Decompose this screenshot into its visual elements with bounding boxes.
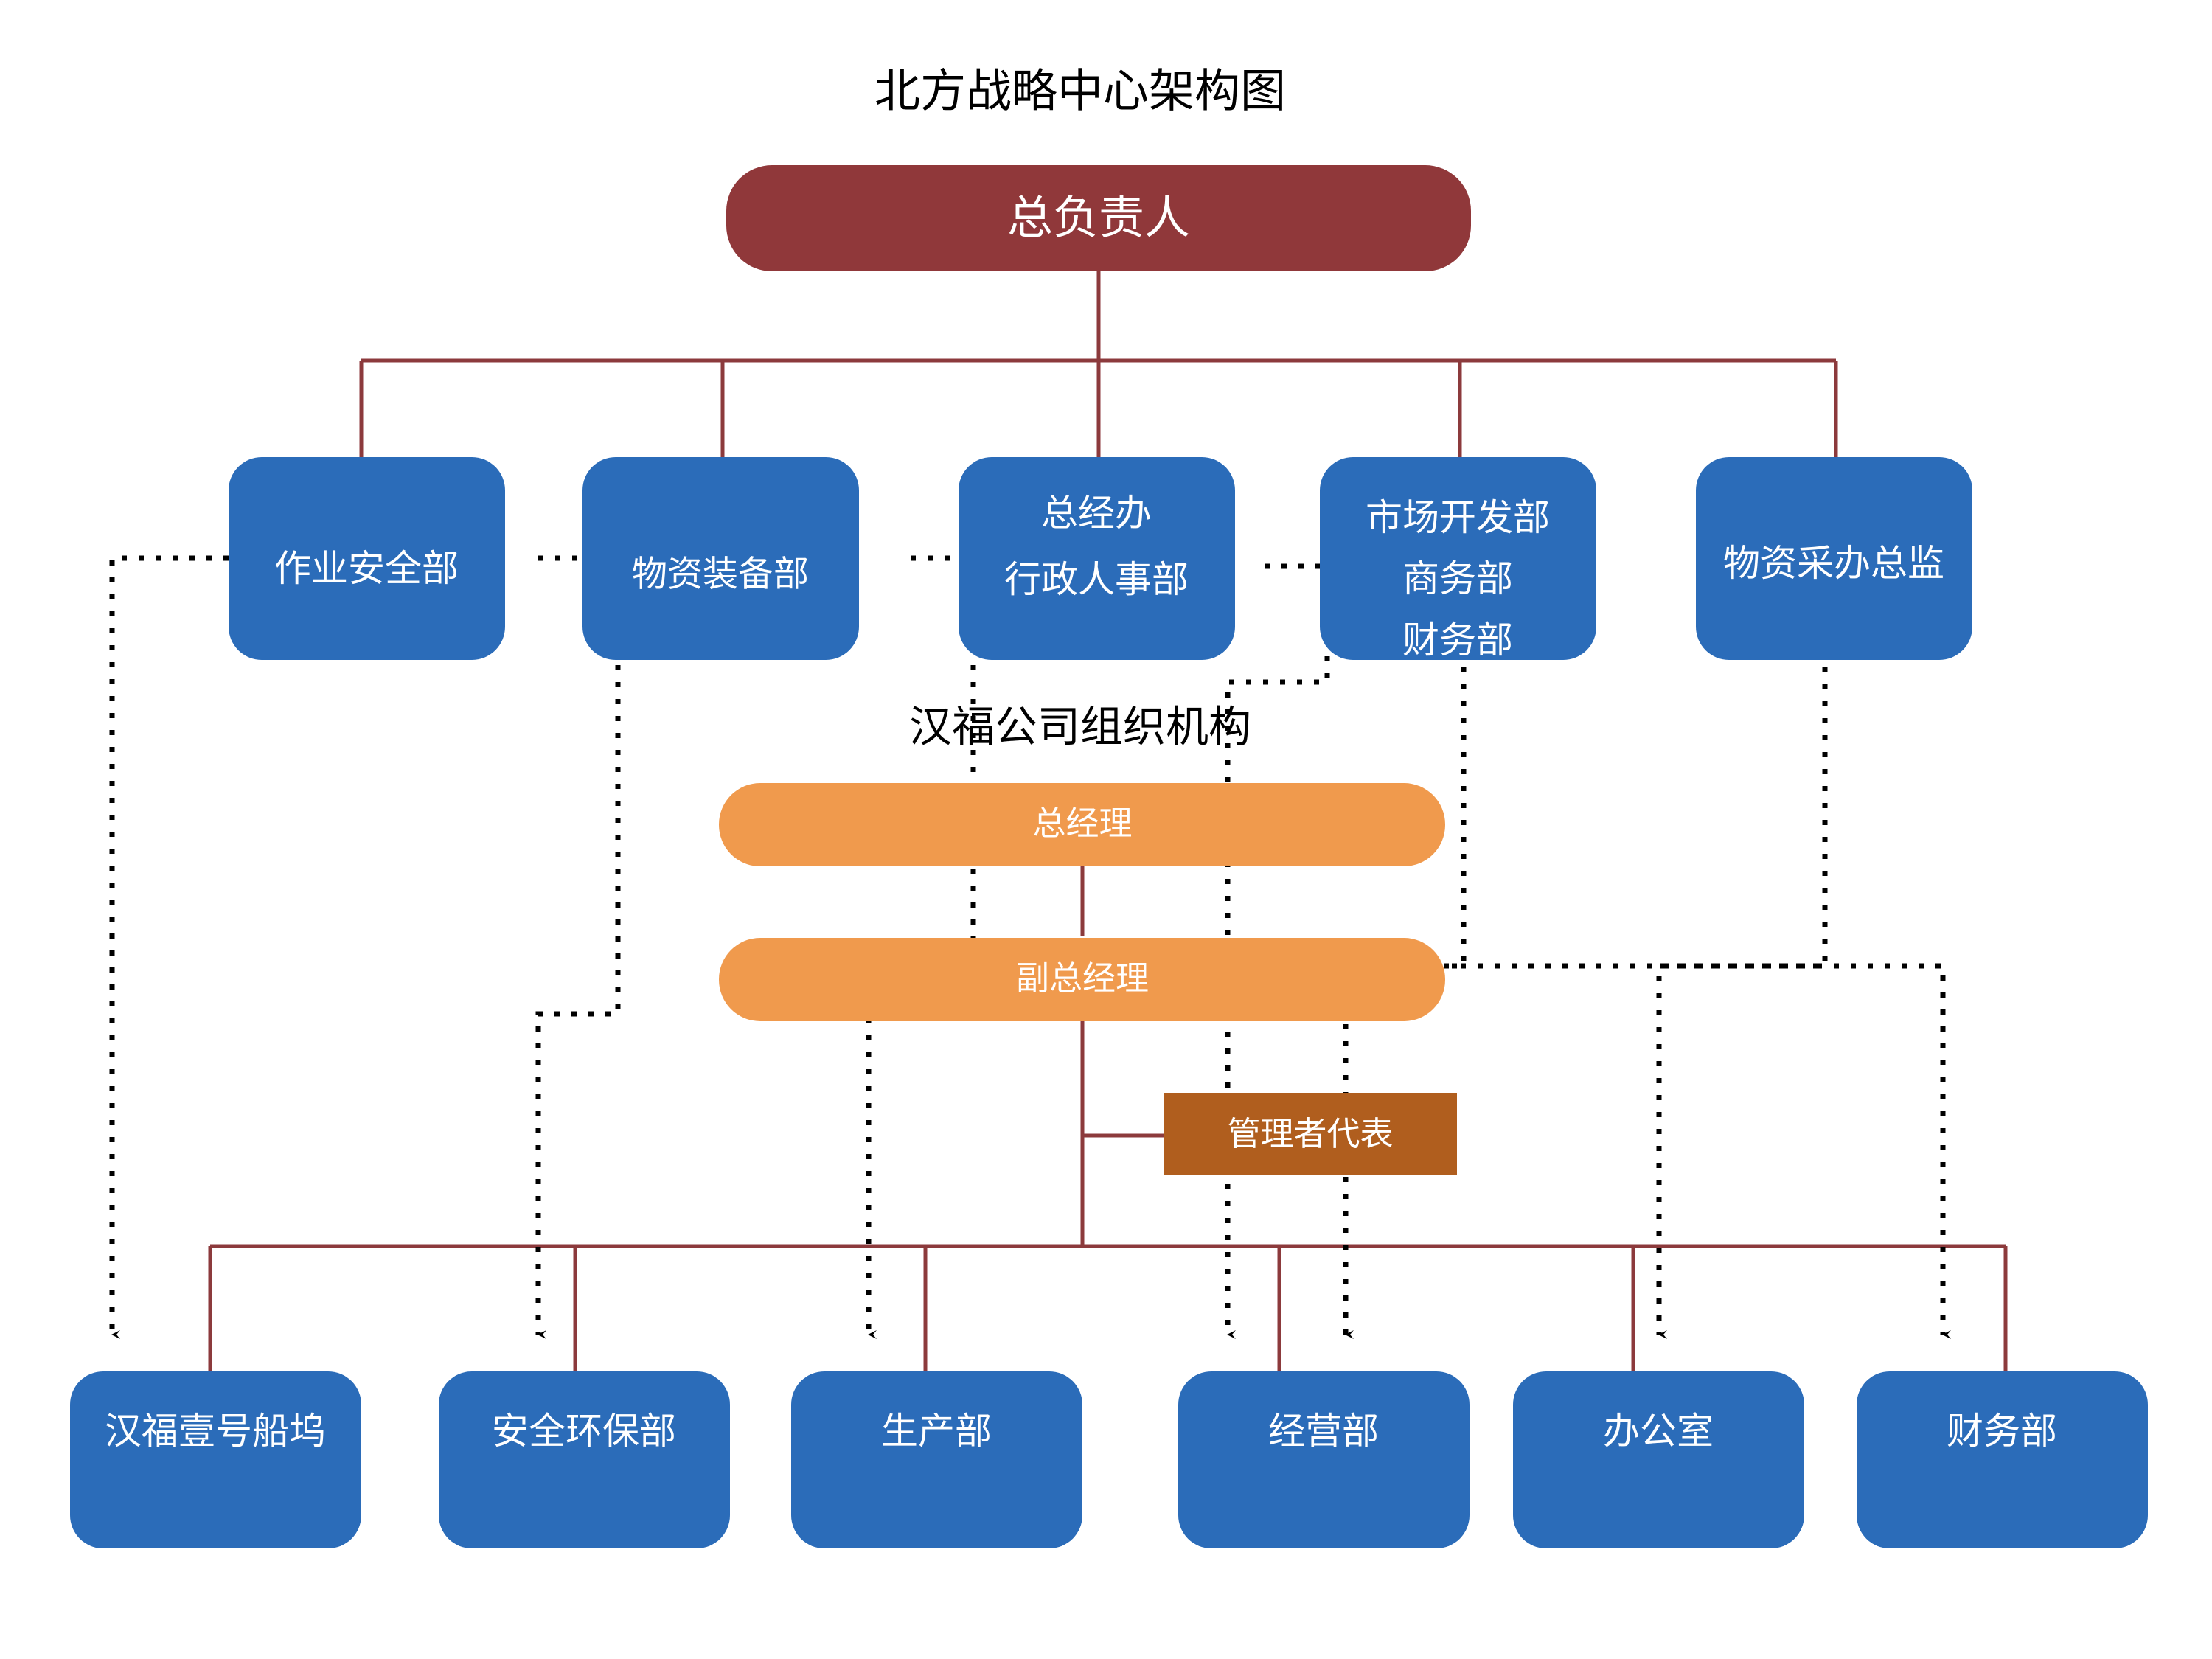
node-dept-office-shape[interactable]	[1513, 1371, 1804, 1548]
dotted-procurement-to-office	[1656, 667, 1828, 1339]
node-tier1-procurement-shape[interactable]	[1696, 457, 1972, 660]
node-deputy-manager-label: 副总经理	[1016, 959, 1149, 997]
node-tier1-gm-office-line2: 行政人事部	[1004, 559, 1189, 600]
node-tier1-market-line1: 市场开发部	[1366, 497, 1550, 538]
node-management-representative[interactable]: 管理者代表	[1164, 1093, 1457, 1175]
node-dept-finance-shape[interactable]	[1857, 1371, 2148, 1548]
page-title: 北方战略中心架构图	[874, 66, 1286, 116]
dotted-safety-to-env	[535, 555, 621, 1339]
node-tier1-gm-office[interactable]: 总经办 行政人事部	[959, 457, 1235, 660]
node-dept-office-label: 办公室	[1603, 1411, 1714, 1452]
node-general-manager[interactable]: 总经理	[719, 783, 1445, 866]
node-tier1-market[interactable]: 市场开发部 商务部 财务部	[1320, 457, 1596, 661]
node-dept-dock-shape[interactable]	[70, 1371, 361, 1548]
node-root[interactable]: 总负责人	[726, 165, 1471, 271]
node-dept-production-shape[interactable]	[791, 1371, 1082, 1548]
node-tier1-market-line2: 商务部	[1402, 558, 1513, 599]
node-tier1-materials-shape[interactable]	[582, 457, 859, 660]
node-tier1-materials-label: 物资装备部	[632, 555, 809, 594]
node-general-manager-label: 总经理	[1032, 804, 1132, 842]
node-tier1-procurement-label: 物资采办总监	[1723, 543, 1944, 584]
node-dept-office[interactable]: 办公室	[1513, 1371, 1804, 1548]
node-dept-finance-label: 财务部	[1947, 1411, 2057, 1452]
solid-connectors-bottom	[208, 866, 2008, 1371]
node-dept-environment-label: 安全环保部	[492, 1411, 676, 1452]
node-dept-business-label: 经营部	[1268, 1411, 1379, 1452]
node-deputy-manager[interactable]: 副总经理	[719, 938, 1445, 1021]
node-tier1-procurement[interactable]: 物资采办总监	[1696, 457, 1972, 660]
node-dept-dock-label: 汉福壹号船坞	[105, 1411, 326, 1452]
node-dept-business[interactable]: 经营部	[1178, 1371, 1470, 1548]
node-tier1-market-line3: 财务部	[1402, 619, 1513, 661]
node-dept-environment[interactable]: 安全环保部	[439, 1371, 730, 1548]
node-tier1-gm-office-shape[interactable]	[959, 457, 1235, 660]
node-tier1-safety-shape[interactable]	[229, 457, 505, 660]
node-tier1-safety-label: 作业安全部	[274, 548, 459, 589]
node-tier1-materials[interactable]: 物资装备部	[582, 457, 859, 660]
node-dept-finance[interactable]: 财务部	[1857, 1371, 2148, 1548]
node-dept-environment-shape[interactable]	[439, 1371, 730, 1548]
secondary-title: 汉福公司组织机构	[909, 703, 1251, 751]
node-dept-business-shape[interactable]	[1178, 1371, 1470, 1548]
node-tier1-safety[interactable]: 作业安全部	[229, 457, 505, 660]
node-tier1-market-shape[interactable]	[1320, 457, 1596, 660]
node-management-representative-shape[interactable]	[1164, 1093, 1457, 1175]
dotted-gm-office-to-business	[1225, 563, 1330, 1339]
node-root-label: 总负责人	[1007, 192, 1190, 243]
node-root-shape[interactable]	[726, 165, 1471, 271]
node-dept-production-label: 生产部	[881, 1411, 992, 1452]
node-dept-dock[interactable]: 汉福壹号船坞	[70, 1371, 361, 1548]
node-dept-production[interactable]: 生产部	[791, 1371, 1082, 1548]
node-tier1-gm-office-line1: 总经办	[1041, 493, 1152, 534]
dotted-safety-to-dock	[109, 555, 229, 1339]
node-general-manager-shape[interactable]	[719, 783, 1445, 866]
solid-connectors-top	[359, 271, 1838, 457]
node-management-representative-label: 管理者代表	[1227, 1115, 1393, 1152]
node-deputy-manager-shape[interactable]	[719, 938, 1445, 1021]
